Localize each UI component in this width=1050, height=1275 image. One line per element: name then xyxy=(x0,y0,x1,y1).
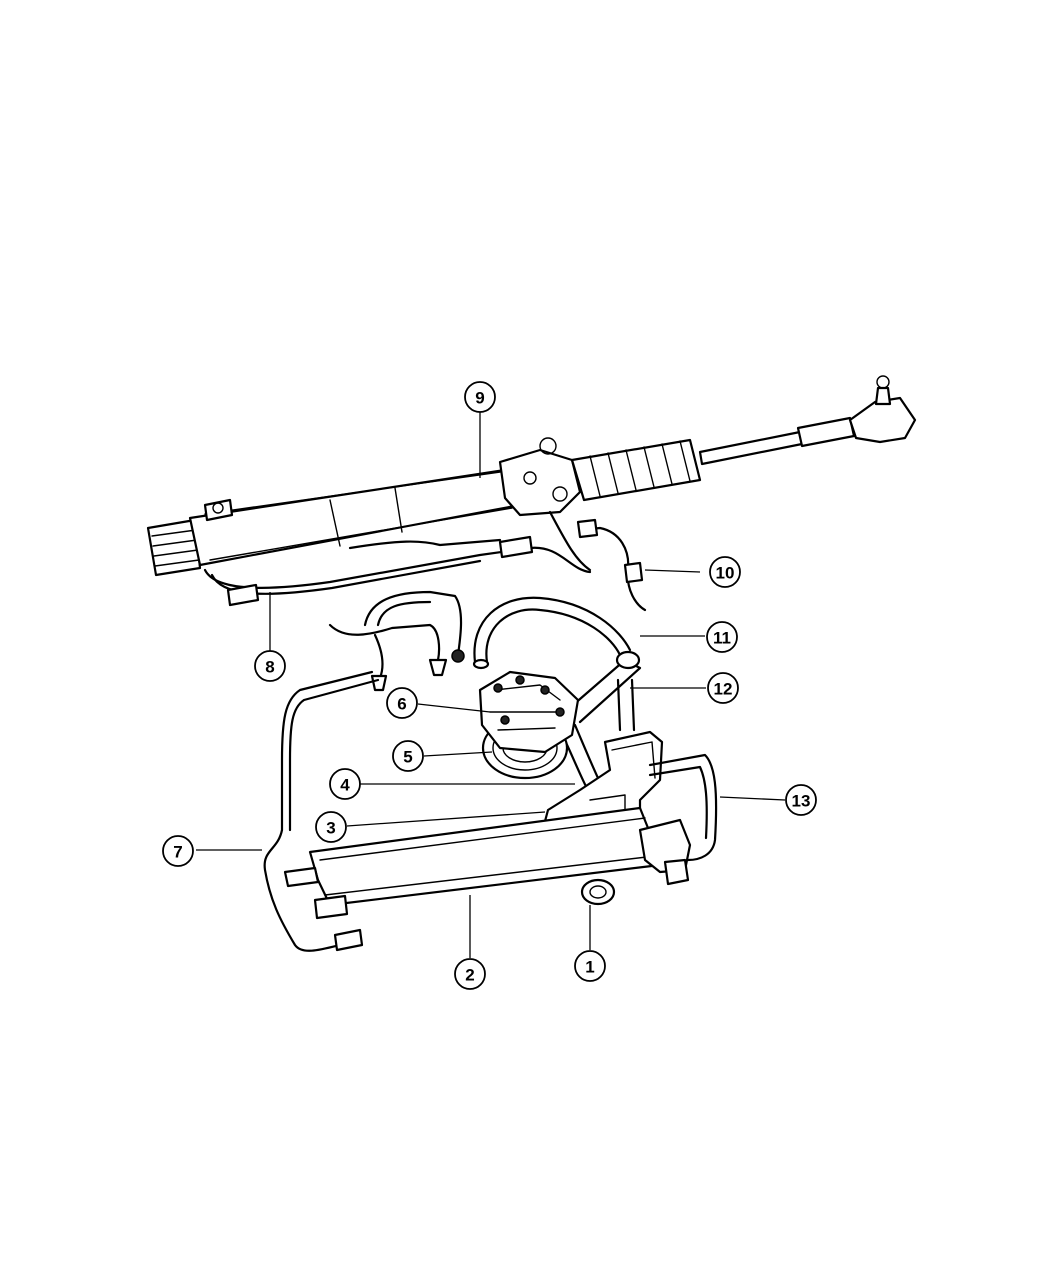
callout-1: 1 xyxy=(574,950,606,982)
valve-housing xyxy=(498,448,582,517)
callout-2: 2 xyxy=(454,958,486,990)
left-bellows-boot xyxy=(146,518,202,577)
callout-label-9: 9 xyxy=(475,389,484,408)
callout-label-6: 6 xyxy=(397,695,406,714)
callout-label-12: 12 xyxy=(714,680,733,699)
line-fitting-left xyxy=(226,583,260,607)
rack-hydraulic-lines xyxy=(203,510,647,612)
callout-label-11: 11 xyxy=(713,629,731,648)
callout-label-1: 1 xyxy=(585,958,594,977)
callout-4: 4 xyxy=(329,768,361,800)
callout-label-13: 13 xyxy=(792,792,811,811)
callout-label-5: 5 xyxy=(403,748,412,767)
cooler-mount-grommet xyxy=(580,878,616,906)
callout-11: 11 xyxy=(706,621,738,653)
callout-3: 3 xyxy=(315,811,347,843)
callout-7: 7 xyxy=(162,835,194,867)
callout-8: 8 xyxy=(254,650,286,682)
left-rack-mount xyxy=(203,498,234,522)
power-steering-cooler xyxy=(283,753,718,920)
callout-9: 9 xyxy=(464,381,496,413)
line-fitting-mid xyxy=(498,535,534,559)
callout-label-4: 4 xyxy=(340,776,350,795)
right-bellows-boot xyxy=(570,438,702,502)
return-tube xyxy=(263,670,380,952)
callout-label-10: 10 xyxy=(716,564,735,583)
line-fitting-right xyxy=(576,518,599,539)
callout-6: 6 xyxy=(386,687,418,719)
leader-lines xyxy=(196,412,786,958)
callout-label-2: 2 xyxy=(465,966,474,985)
callout-5: 5 xyxy=(392,740,424,772)
callout-label-8: 8 xyxy=(265,658,274,677)
callout-label-7: 7 xyxy=(173,843,182,862)
callout-12: 12 xyxy=(707,672,739,704)
rack-housing-tube xyxy=(188,468,522,567)
inner-tie-rod xyxy=(698,430,804,466)
callout-13: 13 xyxy=(785,784,817,816)
callout-label-3: 3 xyxy=(326,819,335,838)
callout-10: 10 xyxy=(709,556,741,588)
tie-rod-adjuster xyxy=(796,416,856,448)
power-steering-pump xyxy=(478,670,580,780)
steering-gear-rack xyxy=(146,375,917,577)
